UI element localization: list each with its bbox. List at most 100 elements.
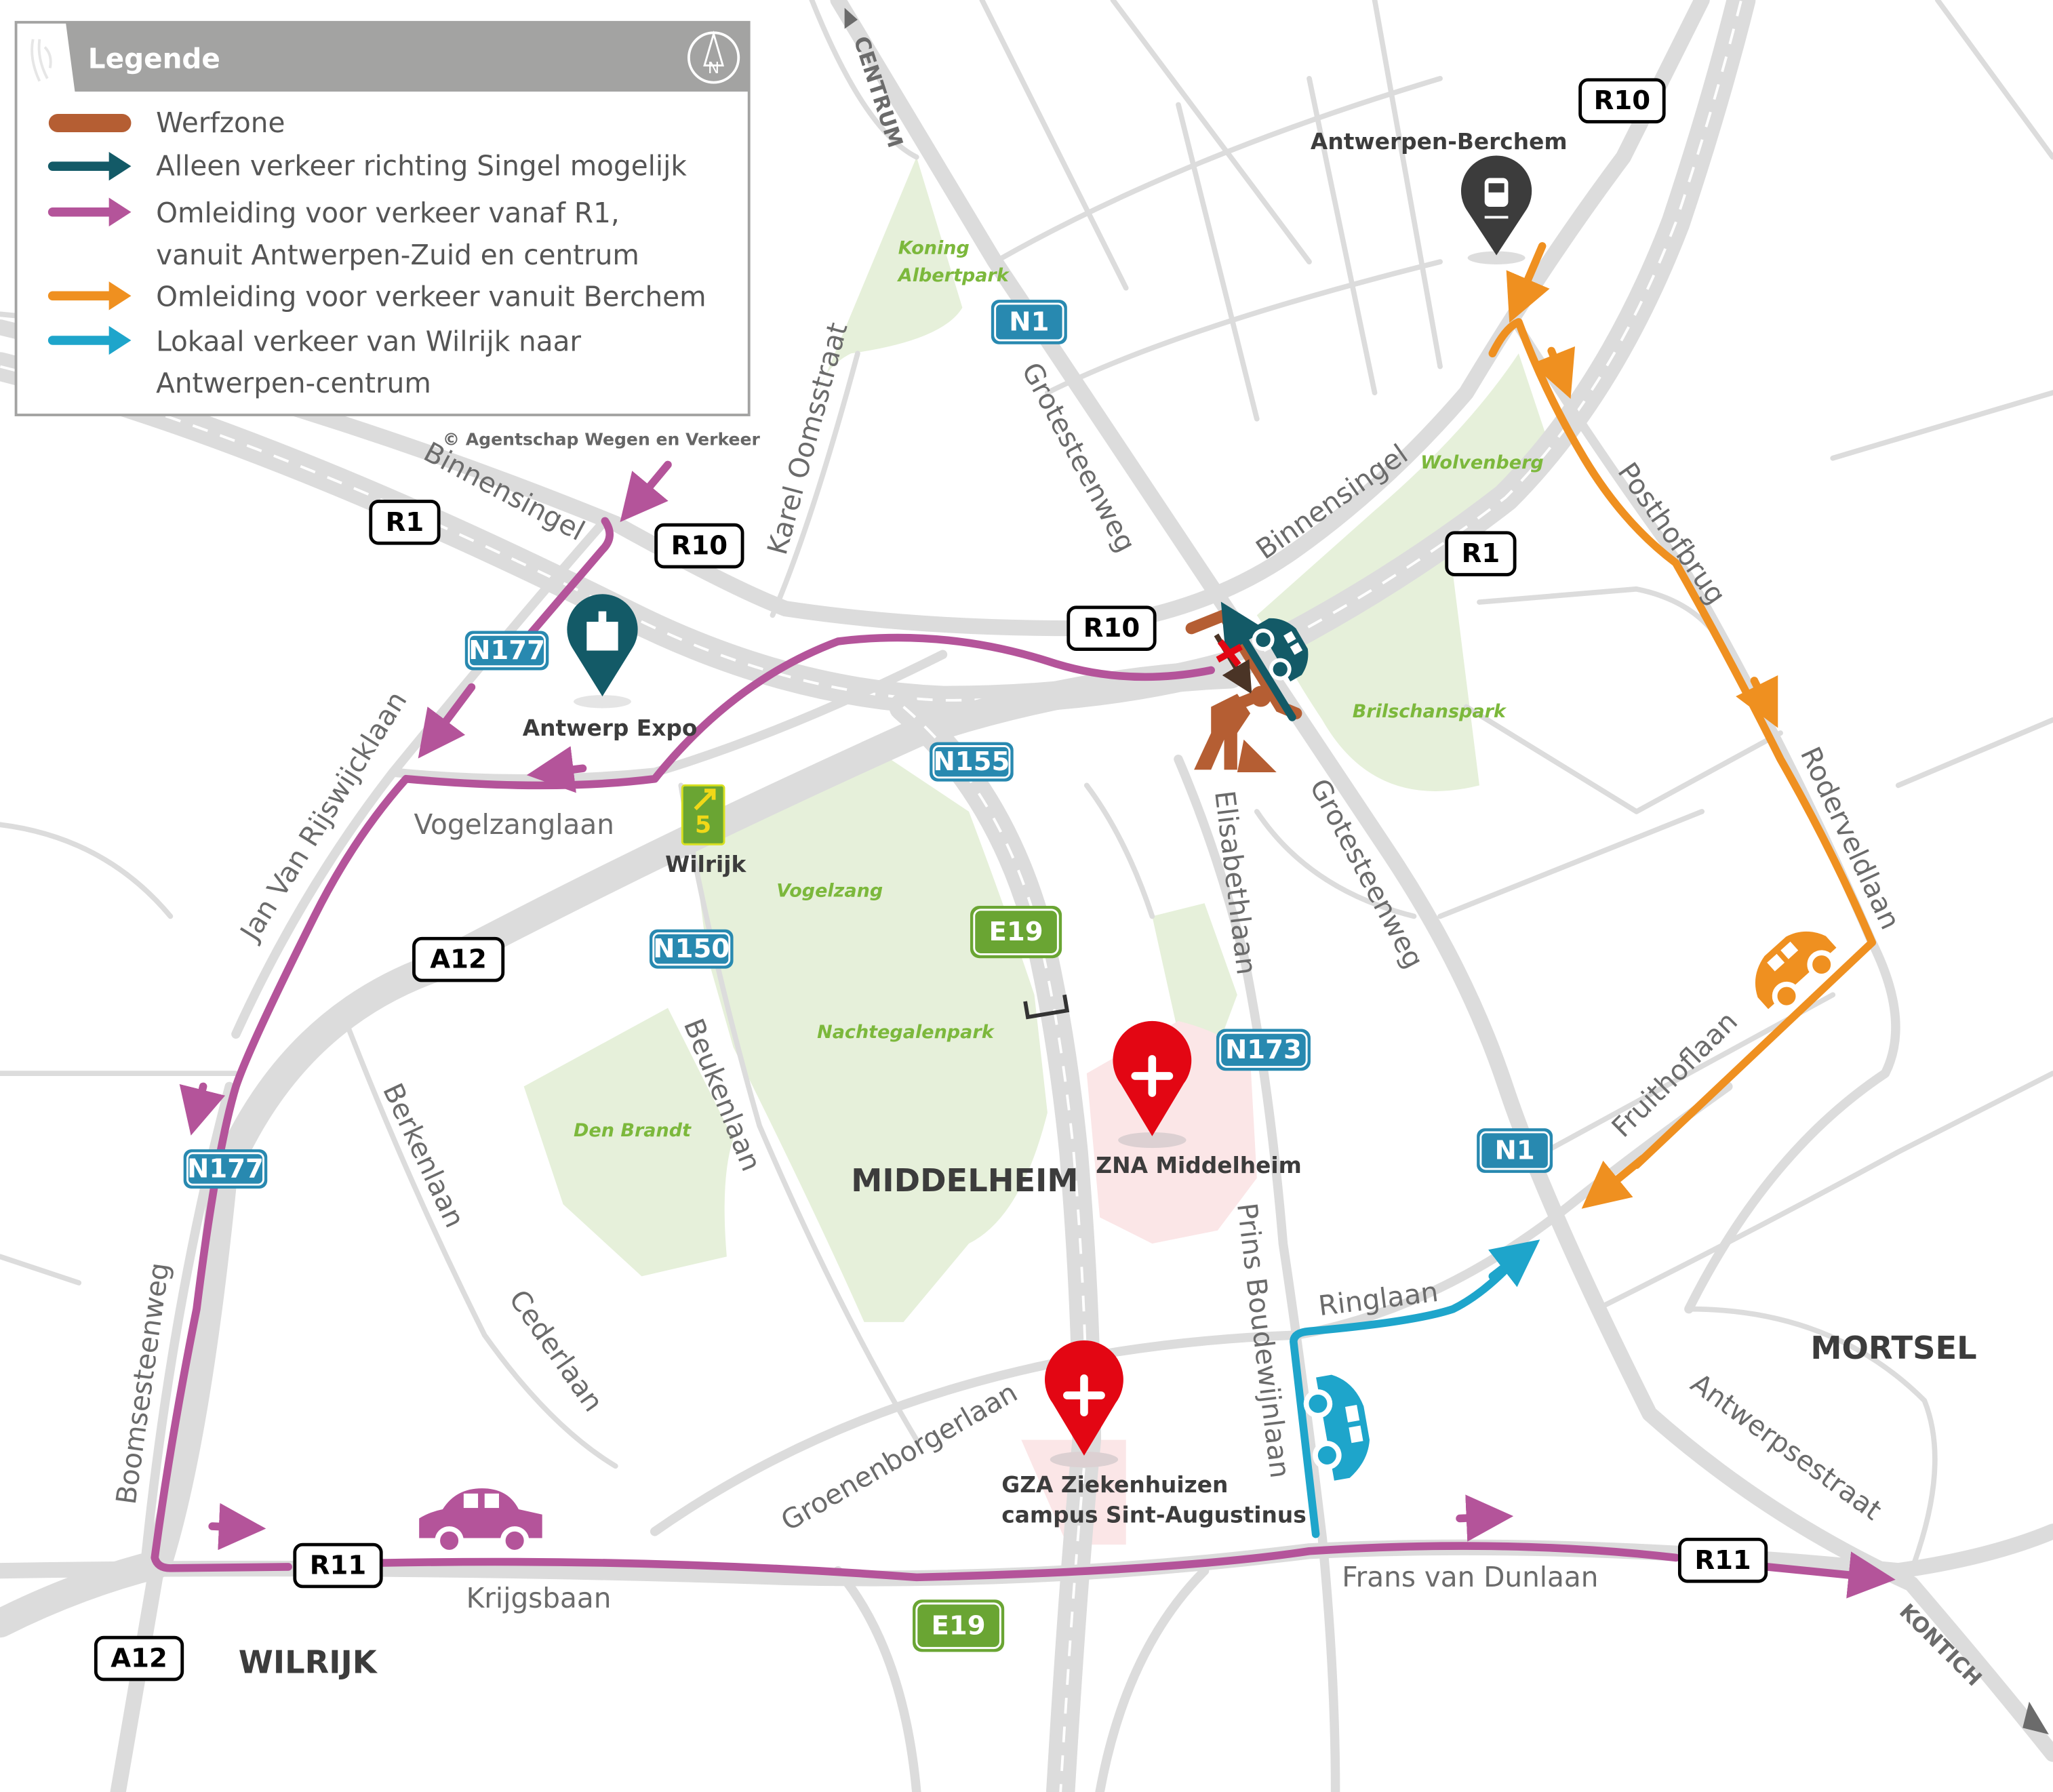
park-koning-albertpark xyxy=(818,157,963,393)
sign-n150: N150 xyxy=(649,929,734,969)
svg-text:N150: N150 xyxy=(653,934,730,964)
svg-text:R10: R10 xyxy=(1594,85,1650,116)
exit-sign: 5 xyxy=(681,784,725,845)
svg-text:Antwerpen-centrum: Antwerpen-centrum xyxy=(156,367,431,399)
car-icon-r11 xyxy=(419,1488,542,1555)
svg-text:E19: E19 xyxy=(989,917,1043,947)
svg-text:R1: R1 xyxy=(1462,538,1500,569)
svg-text:Omleiding voor verkeer vanaf R: Omleiding voor verkeer vanaf R1, xyxy=(156,197,620,229)
legend-item-r1-detour: Omleiding voor verkeer vanaf R1, vanuit … xyxy=(47,197,639,271)
sign-r11-left: R11 xyxy=(293,1542,383,1589)
svg-text:N173: N173 xyxy=(1225,1035,1302,1065)
sign-n173: N173 xyxy=(1216,1029,1311,1071)
sign-a12-bottom: A12 xyxy=(94,1635,184,1681)
park-elisabeth xyxy=(1152,903,1237,1048)
r1-detour-route xyxy=(151,633,1216,1572)
sign-e19-mid: E19 xyxy=(970,905,1062,959)
place-gza-line2: campus Sint-Augustinus xyxy=(1001,1502,1306,1528)
legend-item-werfzone: Werfzone xyxy=(48,106,285,139)
train-station-pin-icon xyxy=(1460,155,1532,264)
svg-text:N1: N1 xyxy=(1009,306,1049,337)
place-antwerpen-berchem: Antwerpen-Berchem xyxy=(1311,129,1568,155)
town-wilrijk: WILRIJK xyxy=(239,1644,378,1680)
sign-r10-top: R10 xyxy=(1578,78,1666,123)
kontich-direction-icon xyxy=(2022,1701,2049,1735)
svg-text:N177: N177 xyxy=(469,635,545,666)
sign-r11-right: R11 xyxy=(1677,1537,1768,1583)
svg-text:E19: E19 xyxy=(932,1610,986,1641)
svg-text:R10: R10 xyxy=(671,531,727,561)
place-gza-line1: GZA Ziekenhuizen xyxy=(1001,1472,1228,1498)
svg-text:N177: N177 xyxy=(187,1154,264,1184)
parks-layer xyxy=(523,157,1545,1545)
sign-r10-mid: R10 xyxy=(1067,605,1157,651)
svg-text:Groenenborgerlaan: Groenenborgerlaan xyxy=(776,1376,1023,1537)
sign-n177-top: N177 xyxy=(464,631,549,671)
road-signs: R10 R1 R10 R10 R1 A12 R11 R11 A12 xyxy=(94,78,1768,1681)
hospital-pin-icon-zna xyxy=(1113,1020,1192,1149)
north-arrow-icon: N xyxy=(687,31,740,84)
town-mortsel: MORTSEL xyxy=(1810,1330,1976,1366)
hospital-pin-icon-gza xyxy=(1045,1340,1123,1468)
place-antwerp-expo: Antwerp Expo xyxy=(523,715,698,741)
svg-text:A12: A12 xyxy=(111,1644,167,1674)
park-label-nachtegalenpark: Nachtegalenpark xyxy=(817,1022,995,1043)
copyright-text: © Agentschap Wegen en Verkeer xyxy=(443,429,761,449)
legend-item-singel: Alleen verkeer richting Singel mogelijk xyxy=(47,150,687,182)
svg-text:N155: N155 xyxy=(933,746,1010,777)
car-icon-berchem xyxy=(1755,931,1837,1011)
sign-r1-right: R1 xyxy=(1445,531,1517,576)
legend-title: Legende xyxy=(88,42,220,75)
svg-text:A12: A12 xyxy=(430,944,487,975)
svg-text:Alleen verkeer richting Singel: Alleen verkeer richting Singel mogelijk xyxy=(156,150,687,182)
svg-text:N1: N1 xyxy=(1495,1136,1535,1166)
place-zna-middelheim: ZNA Middelheim xyxy=(1096,1153,1301,1178)
svg-text:Werfzone: Werfzone xyxy=(156,106,285,139)
local-route xyxy=(1290,1265,1510,1538)
svg-text:Krijgsbaan: Krijgsbaan xyxy=(466,1582,612,1614)
legend-item-berchem-detour: Omleiding voor verkeer vanuit Berchem xyxy=(47,281,706,313)
svg-text:Antwerpsestraat: Antwerpsestraat xyxy=(1685,1367,1888,1527)
centrum-direction-icon xyxy=(844,7,858,29)
car-icon-local xyxy=(1303,1374,1370,1481)
place-wilrijk-exit: Wilrijk xyxy=(665,852,746,877)
sign-e19-bottom: E19 xyxy=(913,1599,1005,1652)
road-worker-icon xyxy=(1194,685,1277,773)
svg-text:R11: R11 xyxy=(310,1551,366,1581)
svg-text:Roderveldlaan: Roderveldlaan xyxy=(1794,742,1907,934)
park-label-vogelzang: Vogelzang xyxy=(776,880,883,901)
svg-text:N: N xyxy=(708,60,719,77)
icons-layer: 5 xyxy=(419,7,2049,1735)
svg-text:R10: R10 xyxy=(1083,613,1140,643)
town-middelheim: MIDDELHEIM xyxy=(851,1162,1078,1199)
tunnel-icon xyxy=(1023,994,1070,1020)
svg-text:Jan Van Rijswijcklaan: Jan Van Rijswijcklaan xyxy=(233,685,414,948)
svg-text:R11: R11 xyxy=(1694,1545,1751,1576)
car-icon-singel xyxy=(1252,618,1309,682)
park-label-albertpark: Albertpark xyxy=(897,265,1010,286)
flemish-lion-logo-icon xyxy=(31,39,52,82)
park-label-brilschanspark: Brilschanspark xyxy=(1353,701,1507,722)
park-den-brandt xyxy=(523,1008,734,1277)
sign-r1-left: R1 xyxy=(369,500,441,545)
park-labels: Koning Albertpark Wolvenberg Brilschansp… xyxy=(574,238,1544,1141)
svg-text:Omleiding voor verkeer vanuit: Omleiding voor verkeer vanuit Berchem xyxy=(156,281,706,313)
sign-n177-bottom: N177 xyxy=(183,1149,268,1189)
singel-only-arrow xyxy=(1220,601,1296,721)
sign-a12-mid: A12 xyxy=(412,936,505,982)
svg-text:vanuit Antwerpen-Zuid en centr: vanuit Antwerpen-Zuid en centrum xyxy=(156,239,639,271)
svg-text:Frans van Dunlaan: Frans van Dunlaan xyxy=(1342,1561,1598,1593)
sign-r10-left: R10 xyxy=(654,523,744,569)
blocked-x-icon xyxy=(1216,639,1243,667)
park-label-koning: Koning xyxy=(898,238,970,259)
park-vogelzang xyxy=(694,759,1048,1322)
svg-text:5: 5 xyxy=(695,812,711,839)
park-label-wolvenberg: Wolvenberg xyxy=(1420,452,1544,473)
sign-n155: N155 xyxy=(930,742,1014,782)
berchem-detour-route xyxy=(1506,242,1550,323)
expo-building-pin-icon xyxy=(567,594,638,709)
park-label-den-brandt: Den Brandt xyxy=(574,1120,692,1141)
sign-n1-bottom: N1 xyxy=(1477,1128,1553,1173)
legend-panel: Legende N Werfzone Alleen verkeer richti… xyxy=(14,20,751,416)
